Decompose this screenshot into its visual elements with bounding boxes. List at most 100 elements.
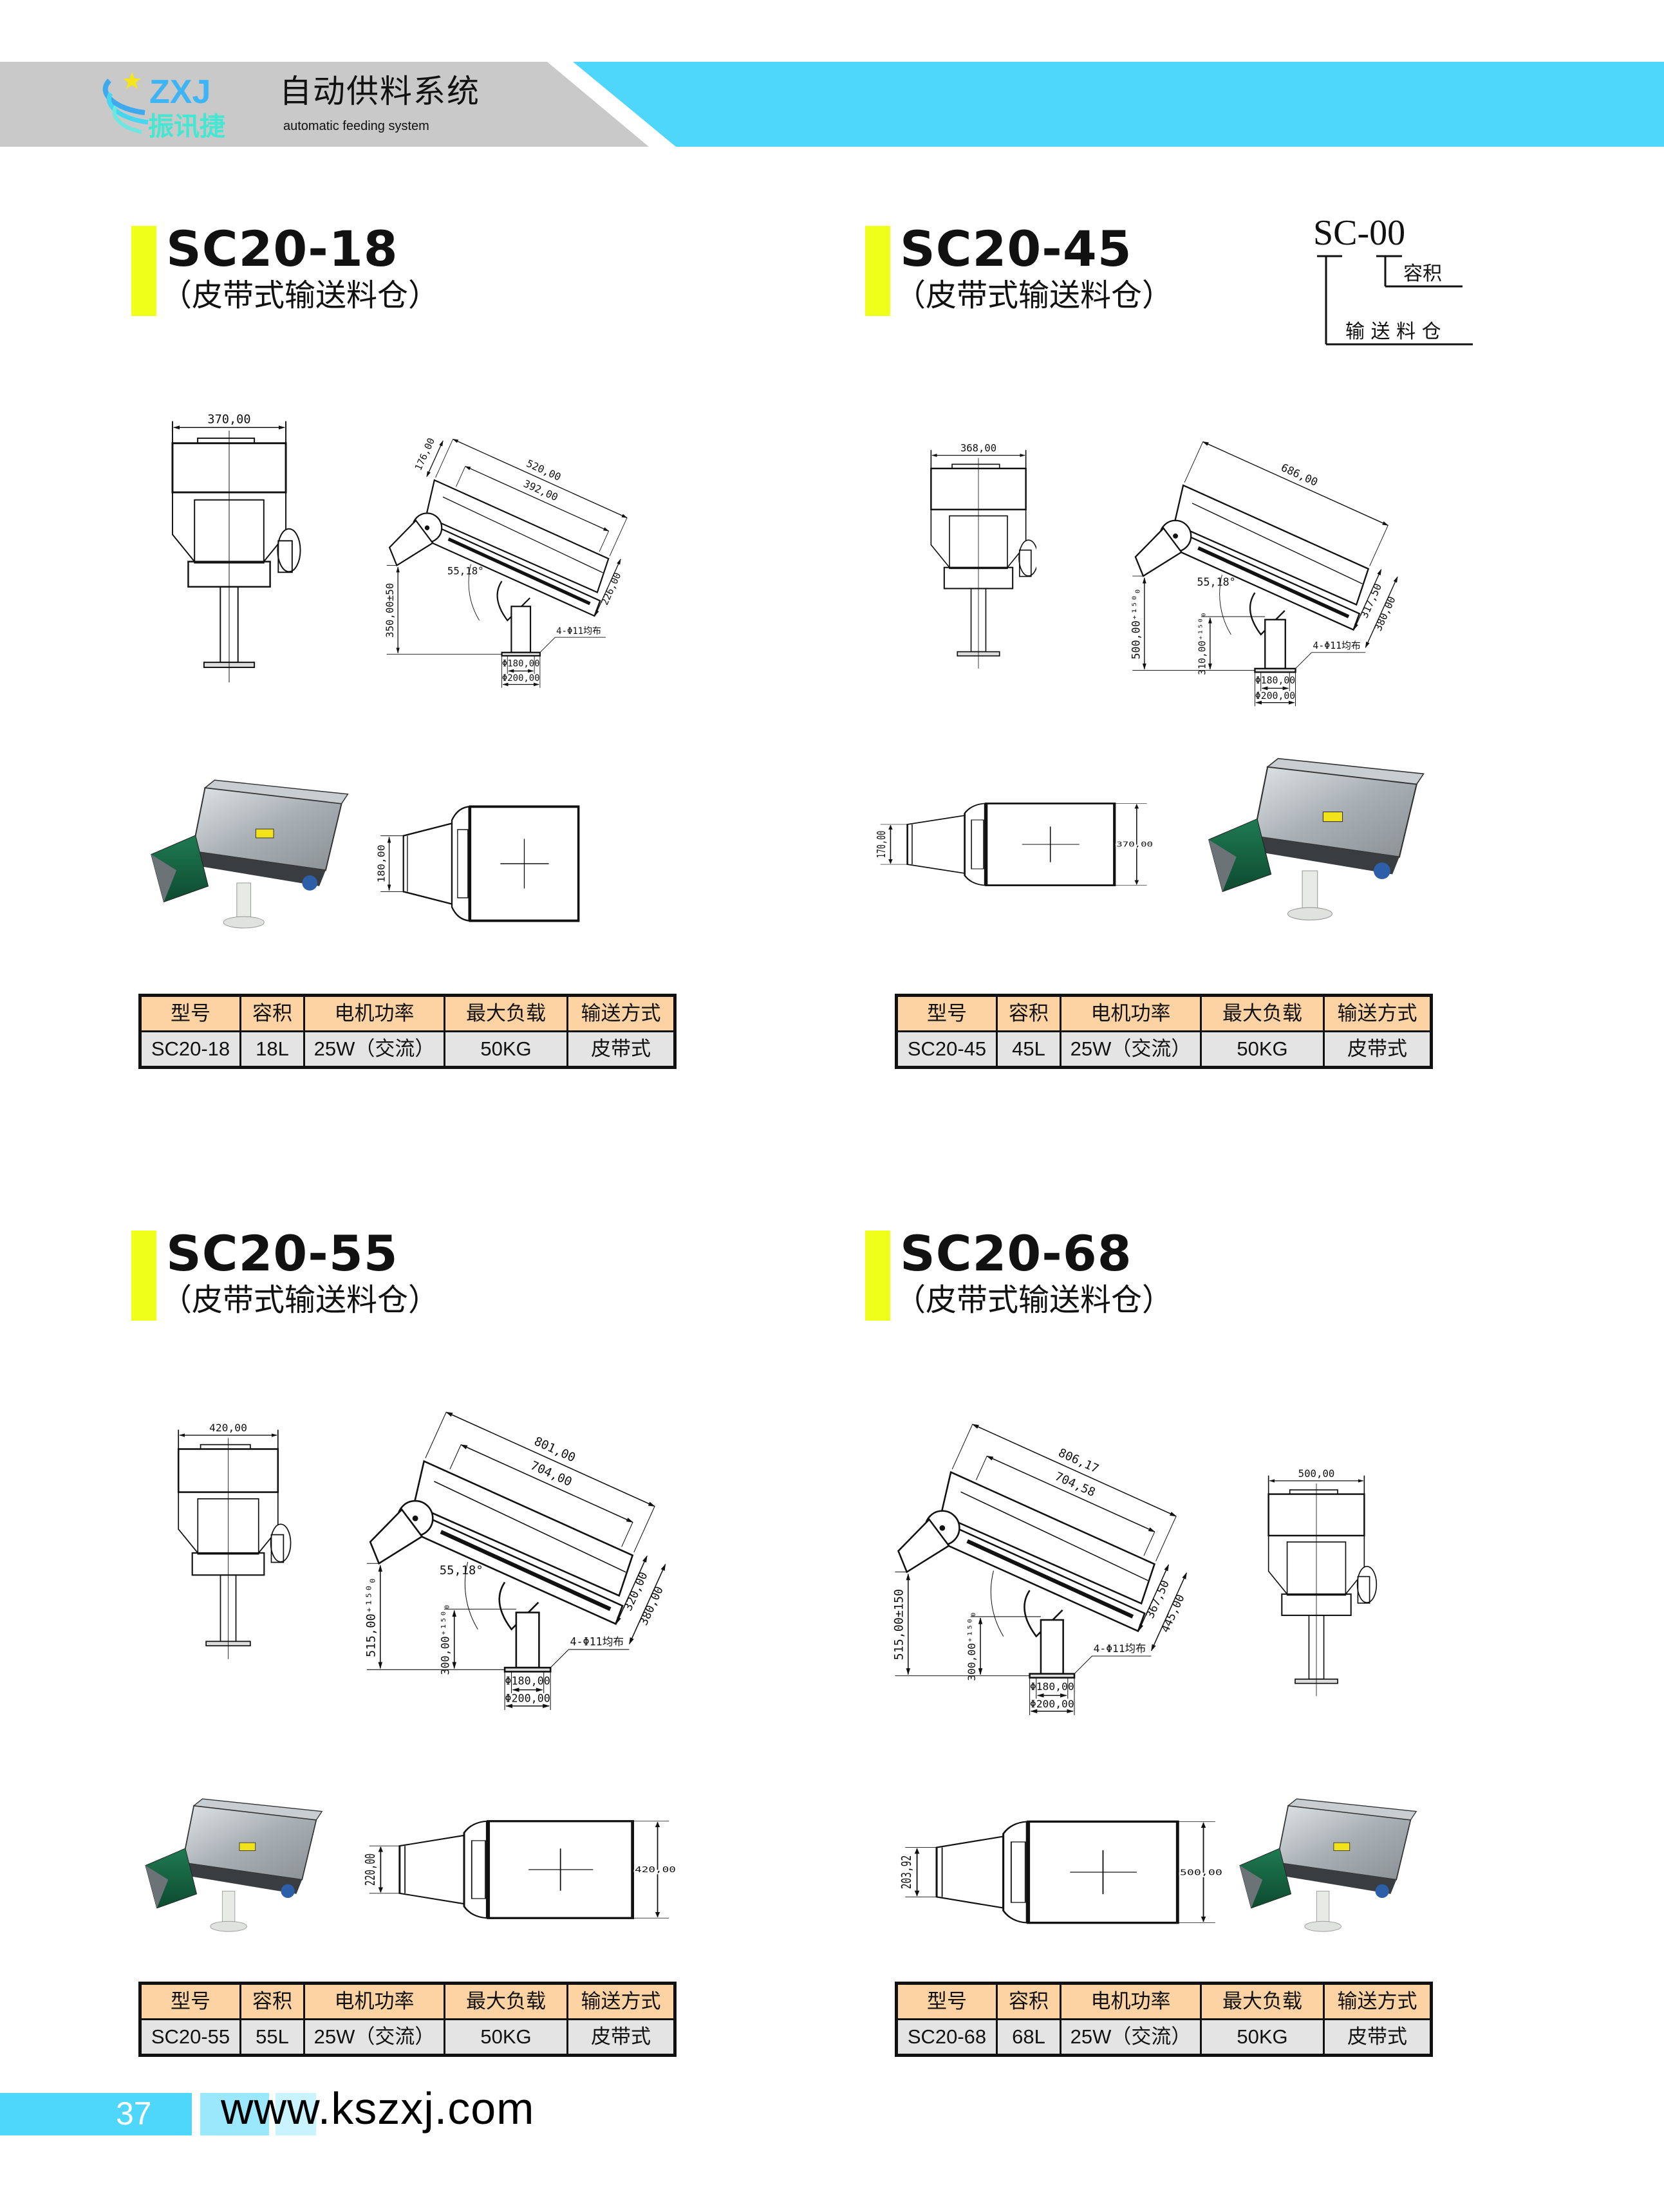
column-header: 电机功率 <box>1060 1982 1202 2020</box>
table-cell: 45L <box>996 1030 1061 1068</box>
table-cell: SC20-55 <box>139 2018 241 2056</box>
header-subtitle: automatic feeding system <box>283 119 429 133</box>
chute-width-dimension: 170,00 <box>875 831 888 858</box>
legend-code: SC-00 <box>1313 213 1405 253</box>
side-view-drawing: 500,00⁺¹⁵⁰₀ Φ180,00 Φ200,00 4-Φ11均布 310,… <box>1130 441 1398 707</box>
length-dimension: 704,58 <box>1052 1470 1097 1500</box>
mount-height-dimension: 350,00±50 <box>384 583 396 638</box>
table-cell: 50KG <box>1200 1030 1325 1068</box>
mounting-holes-note: 4-Φ11均布 <box>1094 1642 1146 1655</box>
product-type-subtitle: （皮带式输送料仓） <box>895 277 1173 313</box>
inner-diameter-dimension: Φ180,00 <box>1255 675 1296 686</box>
top-view-drawing: 170,00 370,00 <box>875 803 1154 886</box>
mount-height-dimension: 515,00⁺¹⁵⁰₀ <box>364 1577 378 1657</box>
outer-diameter-dimension: Φ200,00 <box>1255 691 1296 702</box>
column-header: 输送方式 <box>566 1982 676 2020</box>
footer-page-bar <box>0 2093 192 2135</box>
front-width-dimension: 370,00 <box>207 413 250 426</box>
logo-brand-cn: 振讯捷 <box>148 112 225 142</box>
side-view-drawing: 515,00⁺¹⁵⁰₀ Φ180,00 Φ200,00 4-Φ11均布 300,… <box>364 1411 666 1710</box>
table-cell: 50KG <box>444 2018 568 2056</box>
tilt-angle-dimension: 55,18° <box>447 565 484 577</box>
table-cell: SC20-18 <box>139 1030 241 1068</box>
mount-height-dimension: 515,00±150 <box>893 1589 906 1660</box>
post-height-dimension: 300,00⁺¹⁵⁰₀ <box>966 1612 978 1681</box>
header-band-gray <box>0 62 649 147</box>
column-header: 最大负载 <box>1200 994 1325 1032</box>
product-photo <box>1239 1798 1417 1932</box>
product-model-title: SC20-68 <box>900 1225 1132 1282</box>
column-header: 电机功率 <box>303 994 445 1032</box>
column-header: 型号 <box>895 994 998 1032</box>
title-accent-bar <box>865 1231 890 1321</box>
table-header-row: 型号容积电机功率最大负载输送方式 <box>139 994 676 1032</box>
front-view-drawing: 420,00 <box>177 1422 292 1659</box>
post-height-dimension: 300,00⁺¹⁵⁰₀ <box>438 1604 451 1675</box>
box-width-dimension: 370,00 <box>1116 841 1153 849</box>
model-code-legend: SC-00 容积 输 送 料 仓 <box>1307 206 1500 354</box>
tilt-angle-dimension: 55,18° <box>440 1564 483 1577</box>
front-view-drawing: 370,00 <box>171 413 301 683</box>
box-width-dimension: 500,00 <box>1180 1867 1222 1877</box>
product-model-title: SC20-45 <box>900 220 1132 277</box>
mounting-holes-note: 4-Φ11均布 <box>570 1635 624 1648</box>
header-band-blue <box>573 62 1664 147</box>
table-cell: 皮带式 <box>566 1030 676 1068</box>
column-header: 型号 <box>139 1982 241 2020</box>
length-dimension: 704,00 <box>528 1459 574 1489</box>
logo-swirl-icon: ZXJ 振讯捷 <box>102 72 225 142</box>
column-header: 最大负载 <box>444 1982 568 2020</box>
top-view-drawing: 203,92 500,00 <box>899 1820 1223 1924</box>
table-cell: 皮带式 <box>566 2018 676 2056</box>
column-header: 容积 <box>239 994 305 1032</box>
front-width-dimension: 500,00 <box>1298 1467 1335 1480</box>
chute-width-dimension: 180,00 <box>375 844 387 882</box>
table-header-row: 型号容积电机功率最大负载输送方式 <box>139 1982 676 2020</box>
table-cell: 皮带式 <box>1323 2018 1432 2056</box>
column-header: 最大负载 <box>1200 1982 1325 2020</box>
box-width-dimension: 420,00 <box>635 1865 676 1875</box>
footer-accent-block <box>276 2093 316 2135</box>
side-view-drawing: 515,00±150 Φ180,00 Φ200,00 4-Φ11均布 300,0… <box>893 1424 1188 1715</box>
front-width-dimension: 420,00 <box>209 1422 247 1434</box>
front-view-drawing: 368,00 <box>930 443 1036 669</box>
table-cell: 25W（交流） <box>303 2018 445 2056</box>
column-header: 容积 <box>996 1982 1061 2020</box>
top-view-drawing: 220,00 420,00 <box>364 1820 677 1919</box>
column-header: 容积 <box>996 994 1061 1032</box>
front-view-drawing: 500,00 <box>1267 1467 1378 1696</box>
outer-diameter-dimension: Φ200,00 <box>502 673 540 683</box>
product-photo <box>145 1798 323 1932</box>
chute-width-dimension: 220,00 <box>364 1854 379 1886</box>
table-cell: SC20-45 <box>895 1030 998 1068</box>
page-number: 37 <box>116 2096 152 2132</box>
inner-diameter-dimension: Φ180,00 <box>1030 1680 1074 1693</box>
product-photo <box>151 779 349 929</box>
length-dimension: 686,00 <box>1279 461 1320 488</box>
table-cell: 皮带式 <box>1323 1030 1432 1068</box>
mounting-holes-note: 4-Φ11均布 <box>556 626 601 637</box>
column-header: 型号 <box>895 1982 998 2020</box>
legend-type-label: 输 送 料 仓 <box>1345 321 1441 343</box>
table-cell: 25W（交流） <box>303 1030 445 1068</box>
post-height-dimension: 310,00⁺¹⁵⁰₀ <box>1197 612 1208 675</box>
tilt-angle-dimension: 55,18° <box>1197 576 1235 588</box>
website-link[interactable]: www.kszxj.com <box>221 2083 535 2133</box>
top-view-drawing: 180,00 <box>375 805 580 922</box>
column-header: 输送方式 <box>1323 1982 1432 2020</box>
mounting-holes-note: 4-Φ11均布 <box>1313 640 1360 651</box>
column-header: 容积 <box>239 1982 305 2020</box>
outer-diameter-dimension: Φ200,00 <box>505 1691 550 1704</box>
inner-diameter-dimension: Φ180,00 <box>505 1674 550 1687</box>
mount-height-dimension: 500,00⁺¹⁵⁰₀ <box>1130 588 1142 660</box>
product-type-subtitle: （皮带式输送料仓） <box>895 1282 1173 1318</box>
front-width-dimension: 368,00 <box>960 443 996 454</box>
hopper-height-dimension: 176,00 <box>413 436 438 472</box>
inner-diameter-dimension: Φ180,00 <box>502 659 540 669</box>
